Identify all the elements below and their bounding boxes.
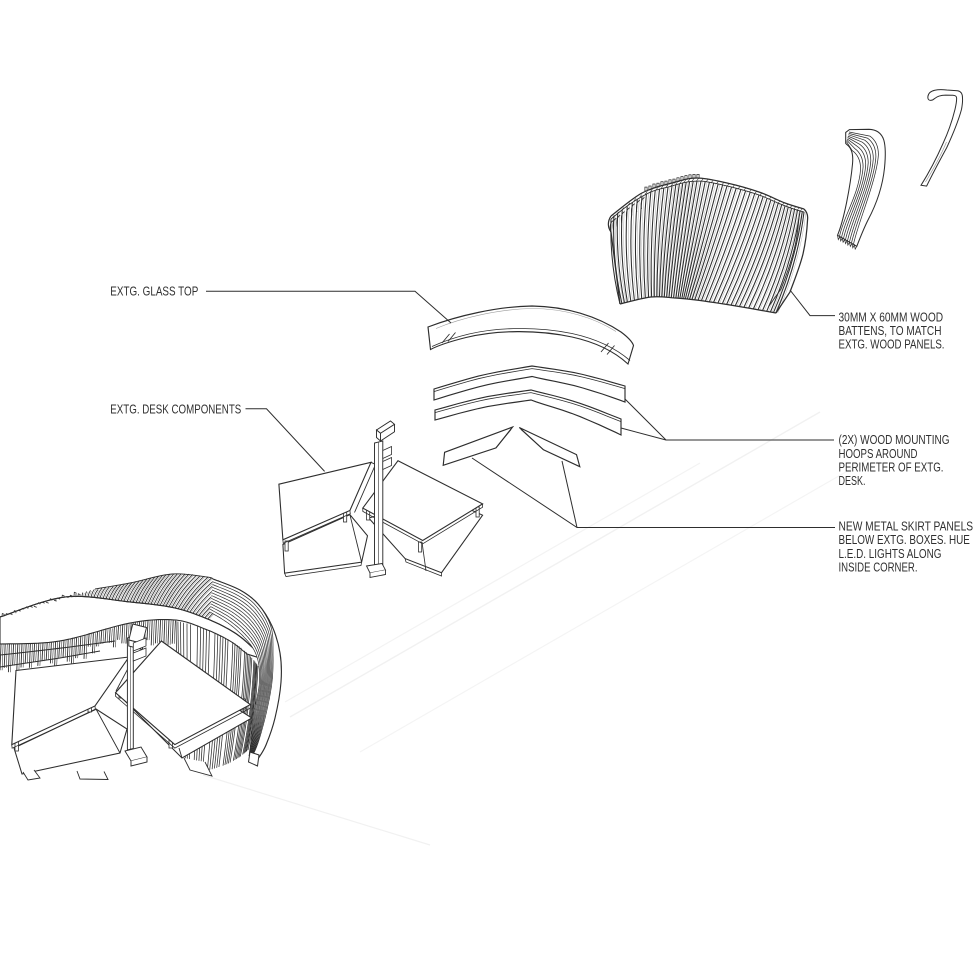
- svg-text:INSIDE CORNER.: INSIDE CORNER.: [839, 559, 918, 574]
- svg-text:DESK.: DESK.: [839, 473, 866, 488]
- svg-text:BATTENS, TO MATCH: BATTENS, TO MATCH: [839, 323, 942, 338]
- svg-text:(2X) WOOD MOUNTING: (2X) WOOD MOUNTING: [839, 432, 950, 447]
- svg-text:HOOPS AROUND: HOOPS AROUND: [839, 446, 918, 461]
- svg-text:NEW METAL SKIRT PANELS: NEW METAL SKIRT PANELS: [839, 519, 974, 534]
- svg-text:PERIMETER OF EXTG.: PERIMETER OF EXTG.: [839, 459, 944, 474]
- svg-text:EXTG. DESK COMPONENTS: EXTG. DESK COMPONENTS: [110, 402, 241, 417]
- svg-text:EXTG. GLASS TOP: EXTG. GLASS TOP: [110, 284, 198, 299]
- svg-text:EXTG. WOOD PANELS.: EXTG. WOOD PANELS.: [839, 337, 945, 352]
- svg-text:30MM X 60MM WOOD: 30MM X 60MM WOOD: [839, 309, 944, 324]
- svg-text:BELOW EXTG. BOXES. HUE: BELOW EXTG. BOXES. HUE: [839, 532, 970, 547]
- svg-text:L.E.D. LIGHTS ALONG: L.E.D. LIGHTS ALONG: [839, 546, 942, 561]
